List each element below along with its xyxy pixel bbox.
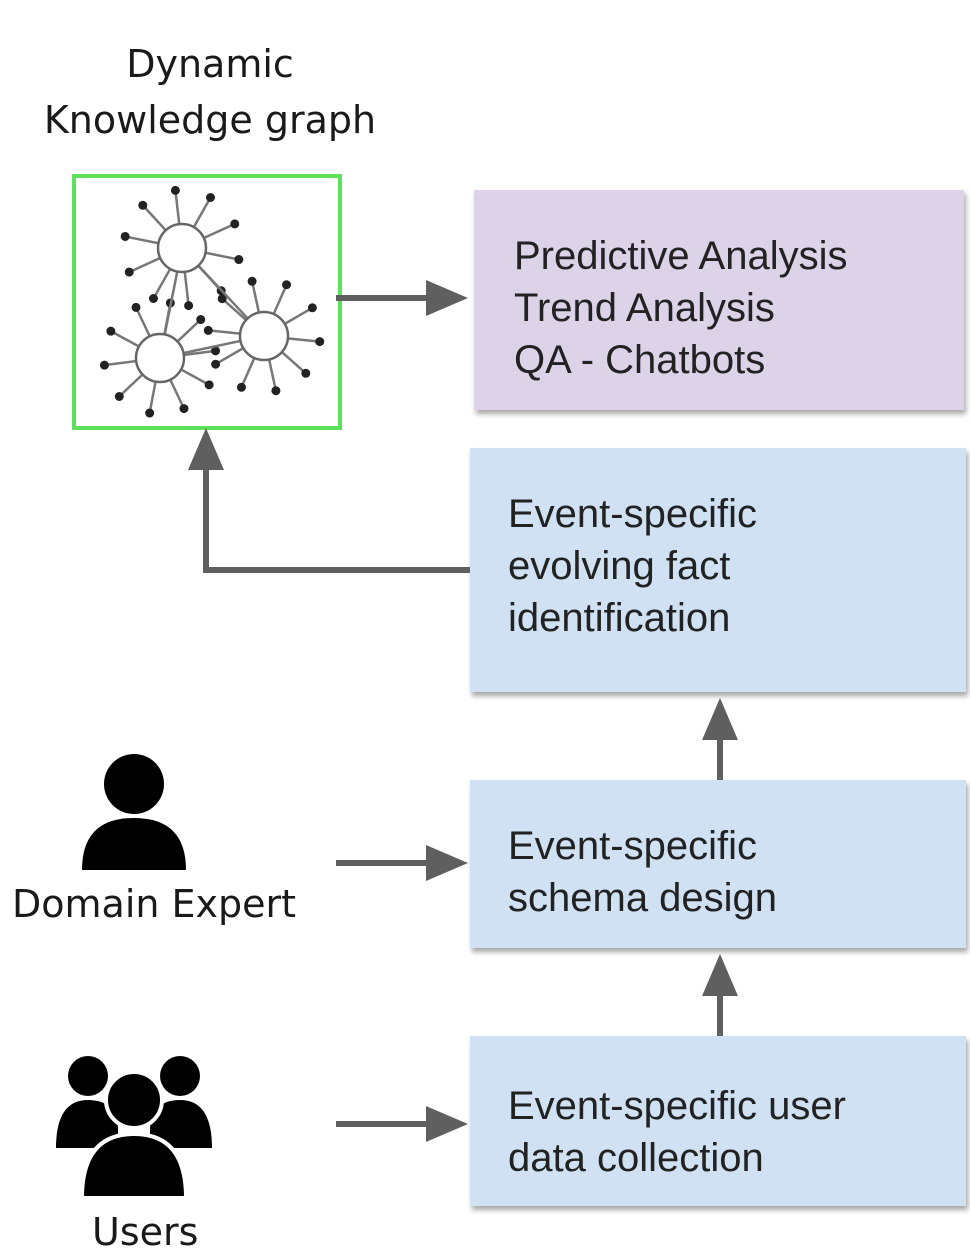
graph-leaf-node: [184, 301, 194, 311]
domain-expert-label: Domain Expert: [12, 882, 297, 926]
network-graph-icon: [99, 185, 325, 418]
graph-leaf-node: [196, 315, 206, 325]
output-trend-analysis: Trend Analysis: [514, 286, 775, 330]
graph-leaf-node: [247, 276, 257, 286]
fact-box-line-2: evolving fact: [508, 544, 731, 588]
graph-leaf-node: [131, 302, 141, 312]
graph-leaf-node: [120, 231, 130, 241]
graph-hub-node: [134, 332, 186, 384]
graph-leaf-node: [145, 408, 155, 418]
fact-box-line-1: Event-specific: [508, 492, 757, 536]
graph-leaf-node: [170, 185, 180, 195]
knowledge-graph-box: [72, 174, 342, 430]
graph-hub-node: [238, 310, 290, 362]
graph-leaf-node: [206, 192, 216, 202]
fact-box-line-3: identification: [508, 596, 731, 640]
graph-leaf-node: [179, 404, 189, 414]
graph-leaf-node: [211, 346, 221, 356]
graph-leaf-node: [271, 386, 281, 396]
arrowhead-schema: [702, 954, 738, 996]
arrow-facts-to-graph: [203, 470, 470, 573]
arrowhead-expert: [426, 845, 468, 881]
group-icon: [56, 1056, 212, 1198]
arrowhead-outputs: [426, 280, 468, 316]
output-predictive-analysis: Predictive Analysis: [514, 234, 848, 278]
collection-box-line-2: data collection: [508, 1136, 764, 1180]
graph-leaf-node: [236, 382, 246, 392]
graph-leaf-node: [204, 380, 214, 390]
graph-leaf-node: [124, 267, 134, 277]
graph-leaf-node: [301, 368, 311, 378]
graph-leaf-node: [234, 255, 244, 265]
knowledge-graph-title: Dynamic Knowledge graph: [20, 36, 400, 148]
graph-leaf-node: [315, 337, 325, 347]
arrowhead-facts: [702, 698, 738, 740]
fact-identification-box: Event-specific evolving fact identificat…: [470, 448, 966, 692]
graph-leaf-node: [307, 303, 317, 313]
graph-leaf-node: [203, 325, 213, 335]
graph-leaf-node: [114, 391, 124, 401]
data-collection-box: Event-specific user data collection: [470, 1036, 966, 1206]
knowledge-graph-title-line-1: Dynamic: [126, 42, 294, 86]
arrowhead-users: [426, 1106, 468, 1142]
collection-box-line-1: Event-specific user: [508, 1084, 846, 1128]
schema-box-line-2: schema design: [508, 876, 778, 920]
graph-leaf-node: [230, 219, 240, 229]
graph-hub-node: [156, 222, 208, 274]
users-label: Users: [92, 1210, 199, 1254]
analysis-outputs-box: Predictive Analysis Trend Analysis QA - …: [474, 190, 964, 410]
graph-leaf-node: [217, 294, 227, 304]
graph-leaf-node: [148, 294, 158, 304]
schema-box-line-1: Event-specific: [508, 824, 757, 868]
person-icon: [82, 754, 186, 870]
graph-leaf-node: [282, 280, 292, 290]
graph-leaf-node: [106, 326, 116, 336]
arrowhead-graph: [188, 428, 224, 470]
schema-design-box: Event-specific schema design: [470, 780, 966, 948]
graph-leaf-node: [99, 360, 109, 370]
knowledge-graph-title-line-2: Knowledge graph: [43, 98, 377, 142]
output-qa-chatbots: QA - Chatbots: [514, 338, 766, 382]
graph-leaf-node: [211, 359, 221, 369]
graph-leaf-node: [138, 200, 148, 210]
